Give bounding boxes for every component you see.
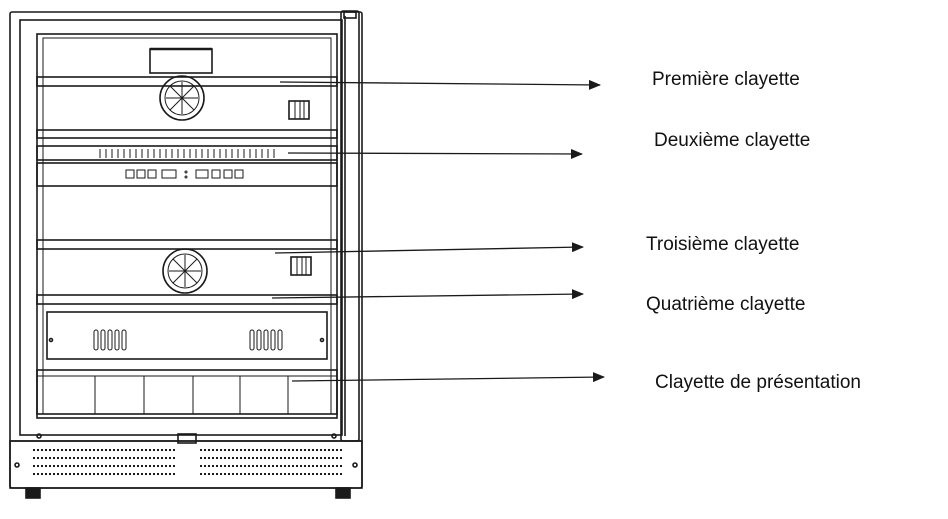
control-buttons [125,169,244,179]
light-module-upper [288,100,310,120]
arrow-display-shelf [291,372,605,383]
cabinet-inner-frame [19,19,343,436]
light-module-lower [290,256,312,276]
kick-plate-vents [33,449,342,475]
shelf-2 [36,129,338,139]
top-fan-icon [159,75,205,121]
display-shelf [36,369,338,415]
display-shelf-dividers [94,376,289,414]
shelf-4 [36,294,338,305]
shelf-3 [36,239,338,250]
left-grill [93,329,127,351]
door-handle [340,10,360,442]
middle-fan-icon [162,248,208,294]
arrow-shelf-3 [274,242,584,254]
label-shelf-2: Deuxième clayette [654,130,811,151]
cabinet-outer [9,11,363,489]
label-shelf-3: Troisième clayette [646,234,800,255]
foot-right [335,487,351,499]
foot-left [25,487,41,499]
arrow-shelf-2 [287,148,583,159]
label-display-shelf: Clayette de présentation [655,372,861,393]
kick-plate [9,440,363,489]
label-shelf-1: Première clayette [652,69,800,90]
hinge-bottom [177,433,197,444]
arrow-shelf-4 [271,289,584,300]
control-panel [36,162,338,187]
top-fan-housing [149,48,213,74]
interior-compartment [36,33,338,419]
vent-slots [99,149,275,158]
lower-panel [46,311,328,360]
shelf-1 [36,76,338,87]
label-shelf-4: Quatrième clayette [646,294,806,315]
right-grill [249,329,283,351]
arrow-shelf-1 [279,79,601,90]
